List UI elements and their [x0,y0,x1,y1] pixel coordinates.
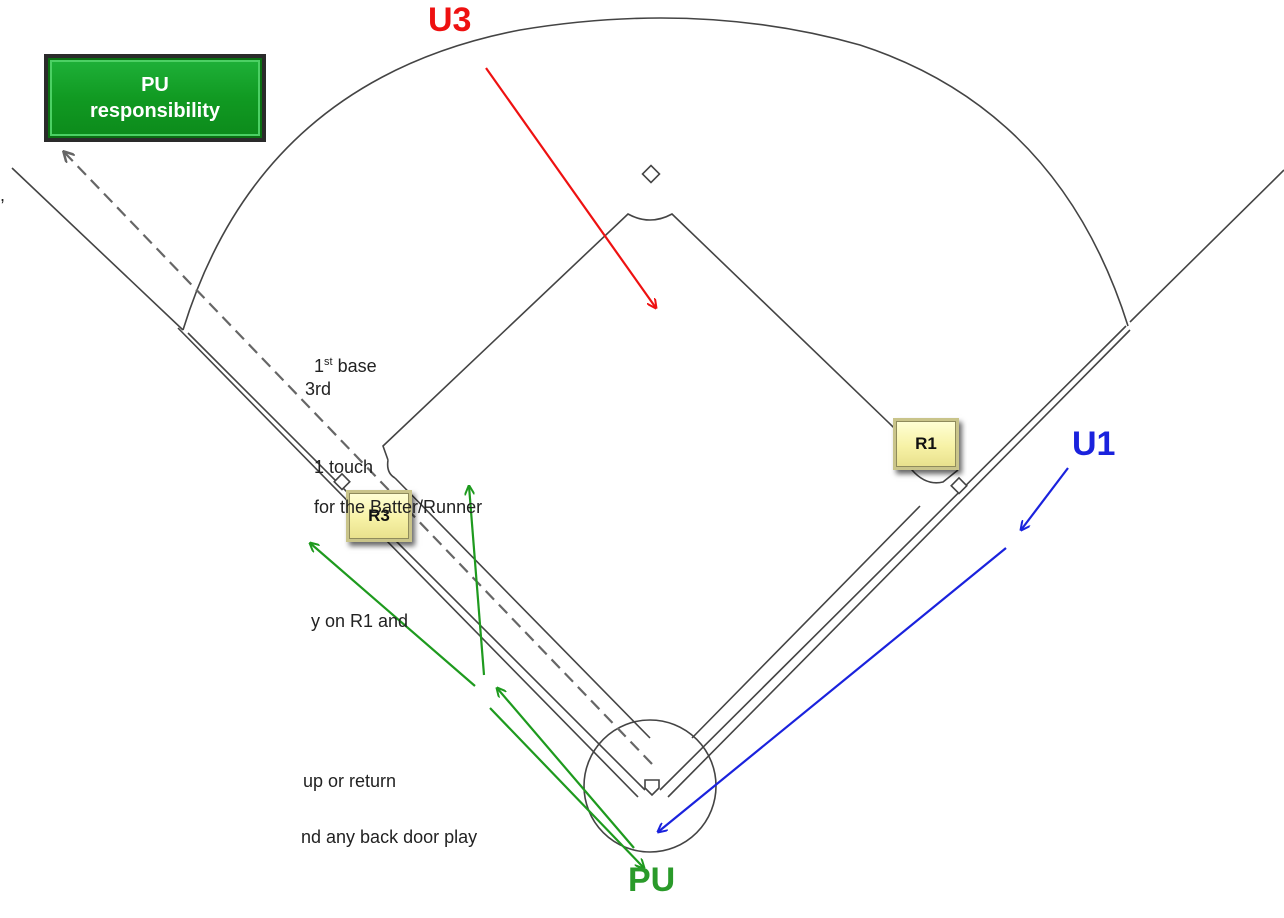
u3-movement-arrow [485,67,656,308]
pu-responsibility-line [64,152,653,765]
ordinal-suffix: st [324,356,333,368]
pu-movement [310,486,644,868]
home-plate [644,779,660,797]
base-word: base [337,356,377,376]
callout-line-2: responsibility [89,100,221,122]
bases [333,164,968,797]
text-fragment-batter-runner: for the Batter/Runner [314,497,483,517]
third-base [333,472,351,491]
second-base [641,164,661,184]
u3-label: U3 [428,1,472,39]
text-fragment-touch: 1 touch [314,457,374,477]
text-fragment-comma: , [0,185,6,205]
pu-arrow-to-third [310,543,476,687]
u1-short-arrow [1021,467,1069,530]
text-fragment-back-door: nd any back door play [301,827,478,847]
runner-r1-box: R1 [893,418,959,470]
third-base-lane-line [177,327,639,798]
infield-grass-edge [382,213,959,739]
text-fragment-r1: y on R1 and [311,611,409,631]
first-base [950,476,968,495]
ordinal-number: 1 [314,356,325,376]
runner-r3-box: R3 [346,490,412,542]
pu-arrow-vertical [469,486,486,676]
u1-movement [658,467,1069,832]
first-base-lane-line [667,329,1131,798]
first-base-foul-line [659,169,1284,791]
pu-arrow-to-home [489,707,644,868]
text-fragment-return: up or return [303,771,397,791]
pu-responsibility-callout: PU responsibility [44,54,266,142]
u1-long-arrow [658,547,1007,832]
u1-label: U1 [1072,425,1116,463]
text-fragment-third: 3rd [305,379,332,399]
outfield-fence-arc [182,17,1129,331]
pu-arrow-up-line [497,688,635,849]
pu-label: PU [628,861,676,899]
text-fragment-first-base: 1st base [314,355,377,377]
third-base-foul-line [11,167,646,791]
callout-line-1: PU [141,74,169,96]
field-lines [11,17,1284,853]
infield-grass-left [394,477,651,739]
